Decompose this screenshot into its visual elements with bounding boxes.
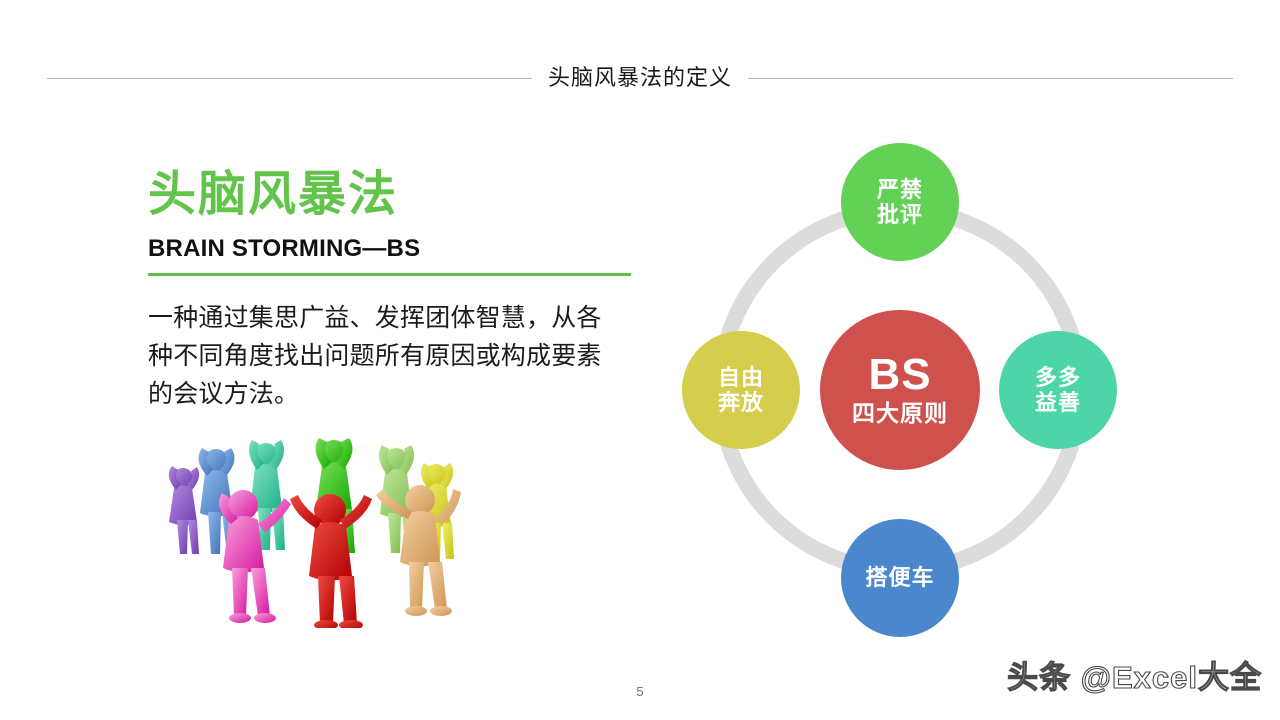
node-center-label-main: BS bbox=[868, 350, 932, 400]
definition-paragraph: 一种通过集思广益、发挥团体智慧，从各种不同角度找出问题所有原因或构成要素的会议方… bbox=[148, 304, 602, 409]
node-left-line1: 自由 bbox=[717, 364, 764, 390]
header-rule-right bbox=[748, 77, 1233, 79]
brand-subtitle: BRAIN STORMING—BS bbox=[148, 234, 421, 262]
node-top-no-criticism[interactable]: 严禁 批评 bbox=[841, 143, 959, 261]
page-number: 5 bbox=[636, 684, 644, 699]
header-rule-left bbox=[46, 77, 532, 79]
people-illustration-icon bbox=[168, 438, 461, 628]
slide-header: 头脑风暴法的定义 bbox=[0, 56, 1280, 100]
node-center-label-sub: 四大原则 bbox=[852, 400, 948, 427]
node-right-line1: 多多 bbox=[1034, 364, 1081, 390]
brand-title: 头脑风暴法 bbox=[148, 168, 399, 221]
node-top-line2: 批评 bbox=[876, 202, 923, 227]
node-right-more-the-better[interactable]: 多多 益善 bbox=[999, 331, 1117, 449]
brand-divider bbox=[148, 273, 631, 277]
node-right-line2: 益善 bbox=[1034, 390, 1081, 415]
bs-principles-diagram: BS 四大原则 严禁 批评 多多 益善 搭便车 自由 奔放 bbox=[650, 120, 1150, 660]
node-left-free-thinking[interactable]: 自由 奔放 bbox=[682, 331, 800, 449]
left-content-column: 头脑风暴法 BRAIN STORMING—BS 一种通过集思广益、发挥团体智慧，… bbox=[148, 168, 648, 438]
node-center-bs[interactable]: BS 四大原则 bbox=[820, 310, 980, 470]
node-left-line2: 奔放 bbox=[717, 390, 764, 415]
page-title: 头脑风暴法的定义 bbox=[547, 65, 732, 90]
watermark: 头条 @Excel大全 bbox=[1007, 659, 1262, 695]
node-bottom-piggyback[interactable]: 搭便车 bbox=[841, 519, 959, 637]
node-top-line1: 严禁 bbox=[876, 176, 923, 202]
node-bottom-line1: 搭便车 bbox=[865, 565, 935, 591]
